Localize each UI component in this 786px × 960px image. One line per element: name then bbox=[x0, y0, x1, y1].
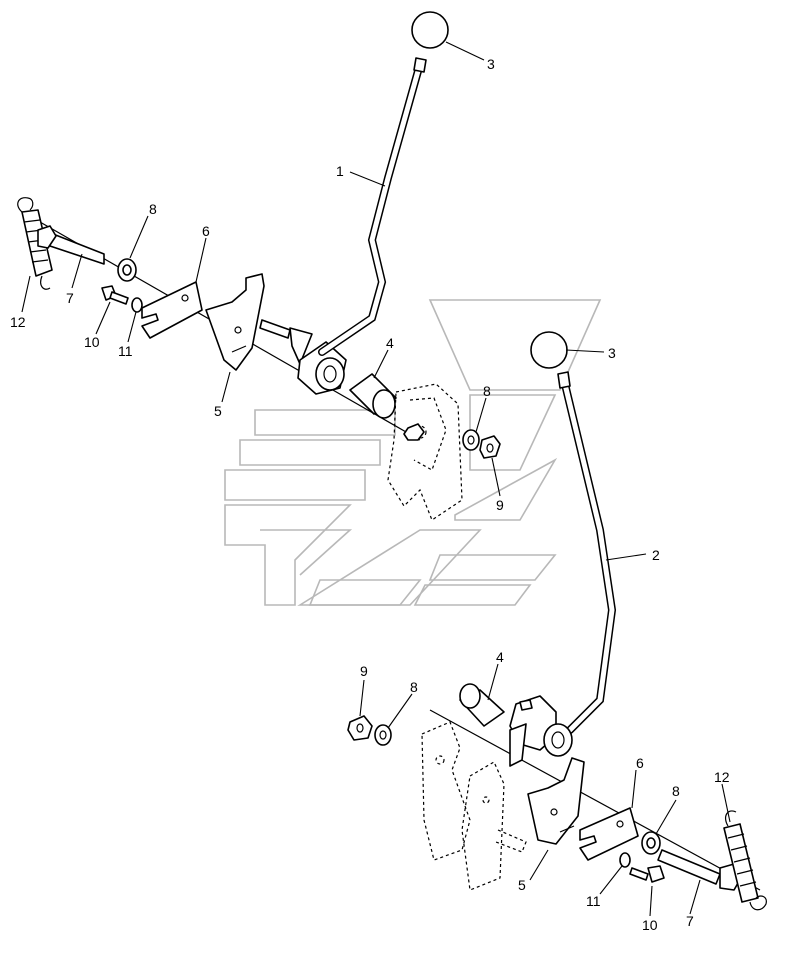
knob-3-upper bbox=[411, 11, 449, 49]
nut-upper-frame bbox=[403, 423, 425, 441]
callout-9-lower: 9 bbox=[360, 663, 368, 679]
washer-8-lower-right bbox=[641, 831, 661, 855]
washer-8-upper-left bbox=[117, 258, 137, 282]
watermark-logo bbox=[224, 299, 602, 606]
axis-line-lower bbox=[429, 709, 761, 891]
callout-2: 2 bbox=[652, 547, 660, 563]
callout-11-upper: 11 bbox=[118, 343, 133, 359]
leader-lines bbox=[21, 41, 731, 917]
callout-11-lower: 11 bbox=[586, 893, 601, 909]
bolt-10-lower bbox=[629, 865, 665, 883]
callout-6-upper: 6 bbox=[202, 223, 210, 239]
callout-3-lower: 3 bbox=[608, 345, 616, 361]
callout-4-upper: 4 bbox=[386, 335, 394, 351]
bushing-4-upper bbox=[349, 373, 397, 419]
pivot-upper bbox=[259, 319, 347, 395]
callout-12-upper: 12 bbox=[10, 314, 26, 330]
lever-1 bbox=[318, 57, 427, 356]
callout-8-upper-right: 8 bbox=[483, 383, 491, 399]
bolt-10-upper bbox=[101, 285, 129, 305]
nut-9-lower bbox=[347, 715, 373, 741]
callout-5-lower: 5 bbox=[518, 877, 526, 893]
callout-9-upper: 9 bbox=[496, 497, 504, 513]
frame-upper-dashed bbox=[387, 383, 463, 521]
callout-1: 1 bbox=[336, 163, 344, 179]
frame-lower-dashed bbox=[421, 721, 527, 891]
callout-12-lower: 12 bbox=[714, 769, 730, 785]
bolt-lower bbox=[657, 849, 743, 891]
bracket-5-upper bbox=[205, 273, 265, 371]
washer-11-upper bbox=[131, 297, 143, 313]
callout-10-lower: 10 bbox=[642, 917, 658, 933]
callout-6-lower: 6 bbox=[636, 755, 644, 771]
callout-5-upper: 5 bbox=[214, 403, 222, 419]
callout-8-upper-left: 8 bbox=[149, 201, 157, 217]
plate-6-lower bbox=[579, 807, 639, 861]
washer-8-lower-left bbox=[374, 724, 392, 746]
callout-7-upper: 7 bbox=[66, 290, 74, 306]
plate-6-upper bbox=[141, 281, 203, 339]
callout-8-lower-right: 8 bbox=[672, 783, 680, 799]
washer-11-lower bbox=[619, 852, 631, 868]
pivot-lower bbox=[509, 695, 573, 767]
callout-3-upper: 3 bbox=[487, 56, 495, 72]
lever-2 bbox=[557, 371, 617, 734]
callout-10-upper: 10 bbox=[84, 334, 100, 350]
knob-3-lower bbox=[530, 331, 568, 369]
bushing-4-lower bbox=[459, 683, 505, 727]
bracket-5-lower bbox=[527, 757, 585, 845]
callout-7-lower: 7 bbox=[686, 913, 694, 929]
callout-8-lower-left: 8 bbox=[410, 679, 418, 695]
bolt-upper bbox=[37, 225, 105, 265]
spring-upper bbox=[17, 197, 53, 290]
callout-4-lower: 4 bbox=[496, 649, 504, 665]
spring-lower bbox=[723, 810, 767, 911]
washer-8-upper-right bbox=[462, 429, 480, 451]
nut-9-upper bbox=[479, 435, 501, 459]
